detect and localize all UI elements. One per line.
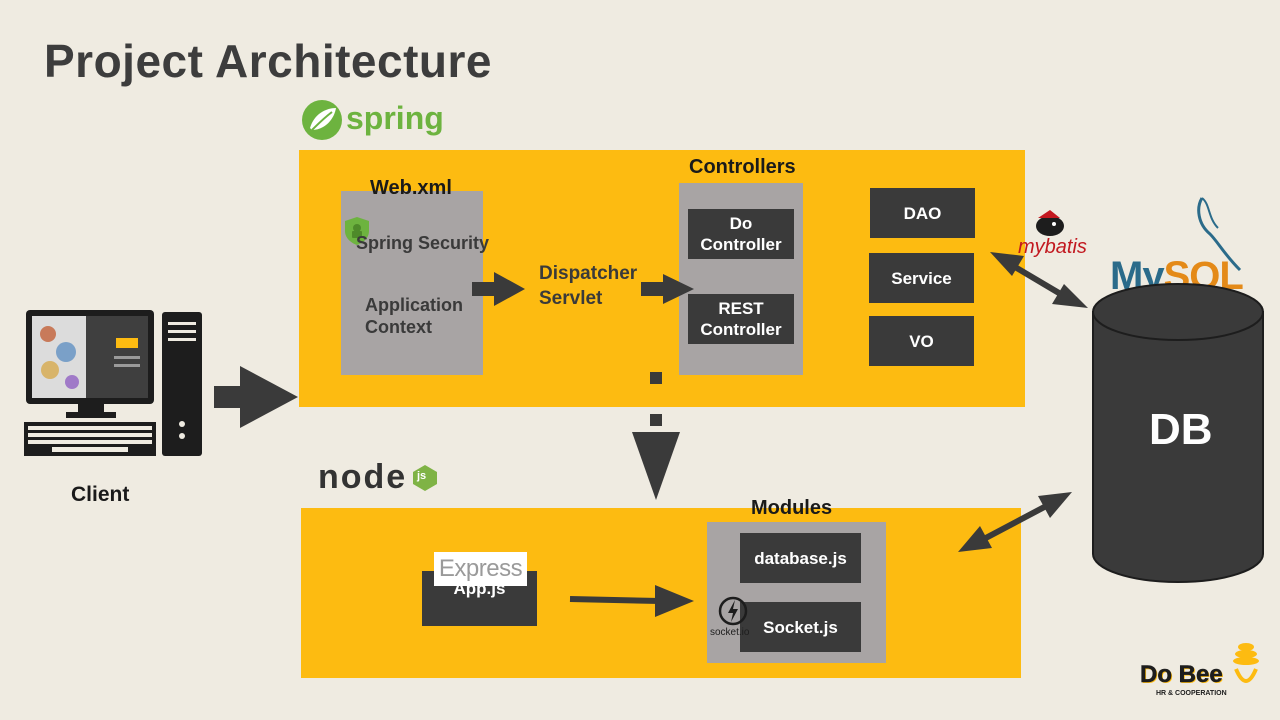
- webxml-title: Web.xml: [370, 177, 452, 199]
- spring-leaf-icon: [302, 100, 342, 140]
- beehive-icon: [1233, 643, 1259, 683]
- socketio-icon: [718, 596, 748, 626]
- client-computer-icon: [24, 310, 202, 456]
- node-panel: [301, 508, 1021, 678]
- application-context-label: Application Context: [365, 295, 463, 337]
- do-controller-box: Do Controller: [688, 209, 794, 259]
- client-to-spring-arrow: [214, 366, 298, 428]
- dobee-logo: Do Bee HR & COOPERATION: [1138, 643, 1268, 705]
- nodejs-hexagon-icon: [413, 465, 437, 491]
- nodejs-logo-text: node: [318, 458, 408, 496]
- dobee-name: Do Bee: [1140, 661, 1223, 689]
- socketjs-box: Socket.js: [740, 602, 861, 652]
- vo-box: VO: [869, 316, 974, 366]
- express-logo: Express: [434, 552, 527, 586]
- mybatis-bird-icon: [1036, 210, 1064, 236]
- dao-box: DAO: [870, 188, 975, 238]
- mybatis-label: mybatis: [1018, 236, 1087, 258]
- controllers-title: Controllers: [689, 156, 796, 178]
- mysql-dolphin-icon: [1197, 197, 1242, 272]
- dobee-tagline: HR & COOPERATION: [1156, 690, 1227, 697]
- dispatcher-servlet-label: Dispatcher Servlet: [539, 263, 638, 309]
- rest-controller-box: REST Controller: [688, 294, 794, 344]
- shield-icon: [345, 217, 369, 245]
- spring-logo: spring: [300, 98, 444, 142]
- spring-logo-text: spring: [346, 100, 444, 136]
- client-label: Client: [71, 483, 130, 506]
- socketio-label: socket.io: [710, 627, 750, 638]
- nodejs-logo: node js: [318, 458, 448, 496]
- spring-security-label: Spring Security: [356, 233, 490, 253]
- database-cylinder: [1092, 283, 1264, 583]
- databasejs-box: database.js: [740, 533, 861, 583]
- db-label: DB: [1149, 405, 1213, 454]
- nodejs-badge-text: js: [417, 470, 427, 482]
- page-title: Project Architecture: [44, 35, 492, 87]
- modules-title: Modules: [751, 497, 833, 519]
- service-box: Service: [869, 253, 974, 303]
